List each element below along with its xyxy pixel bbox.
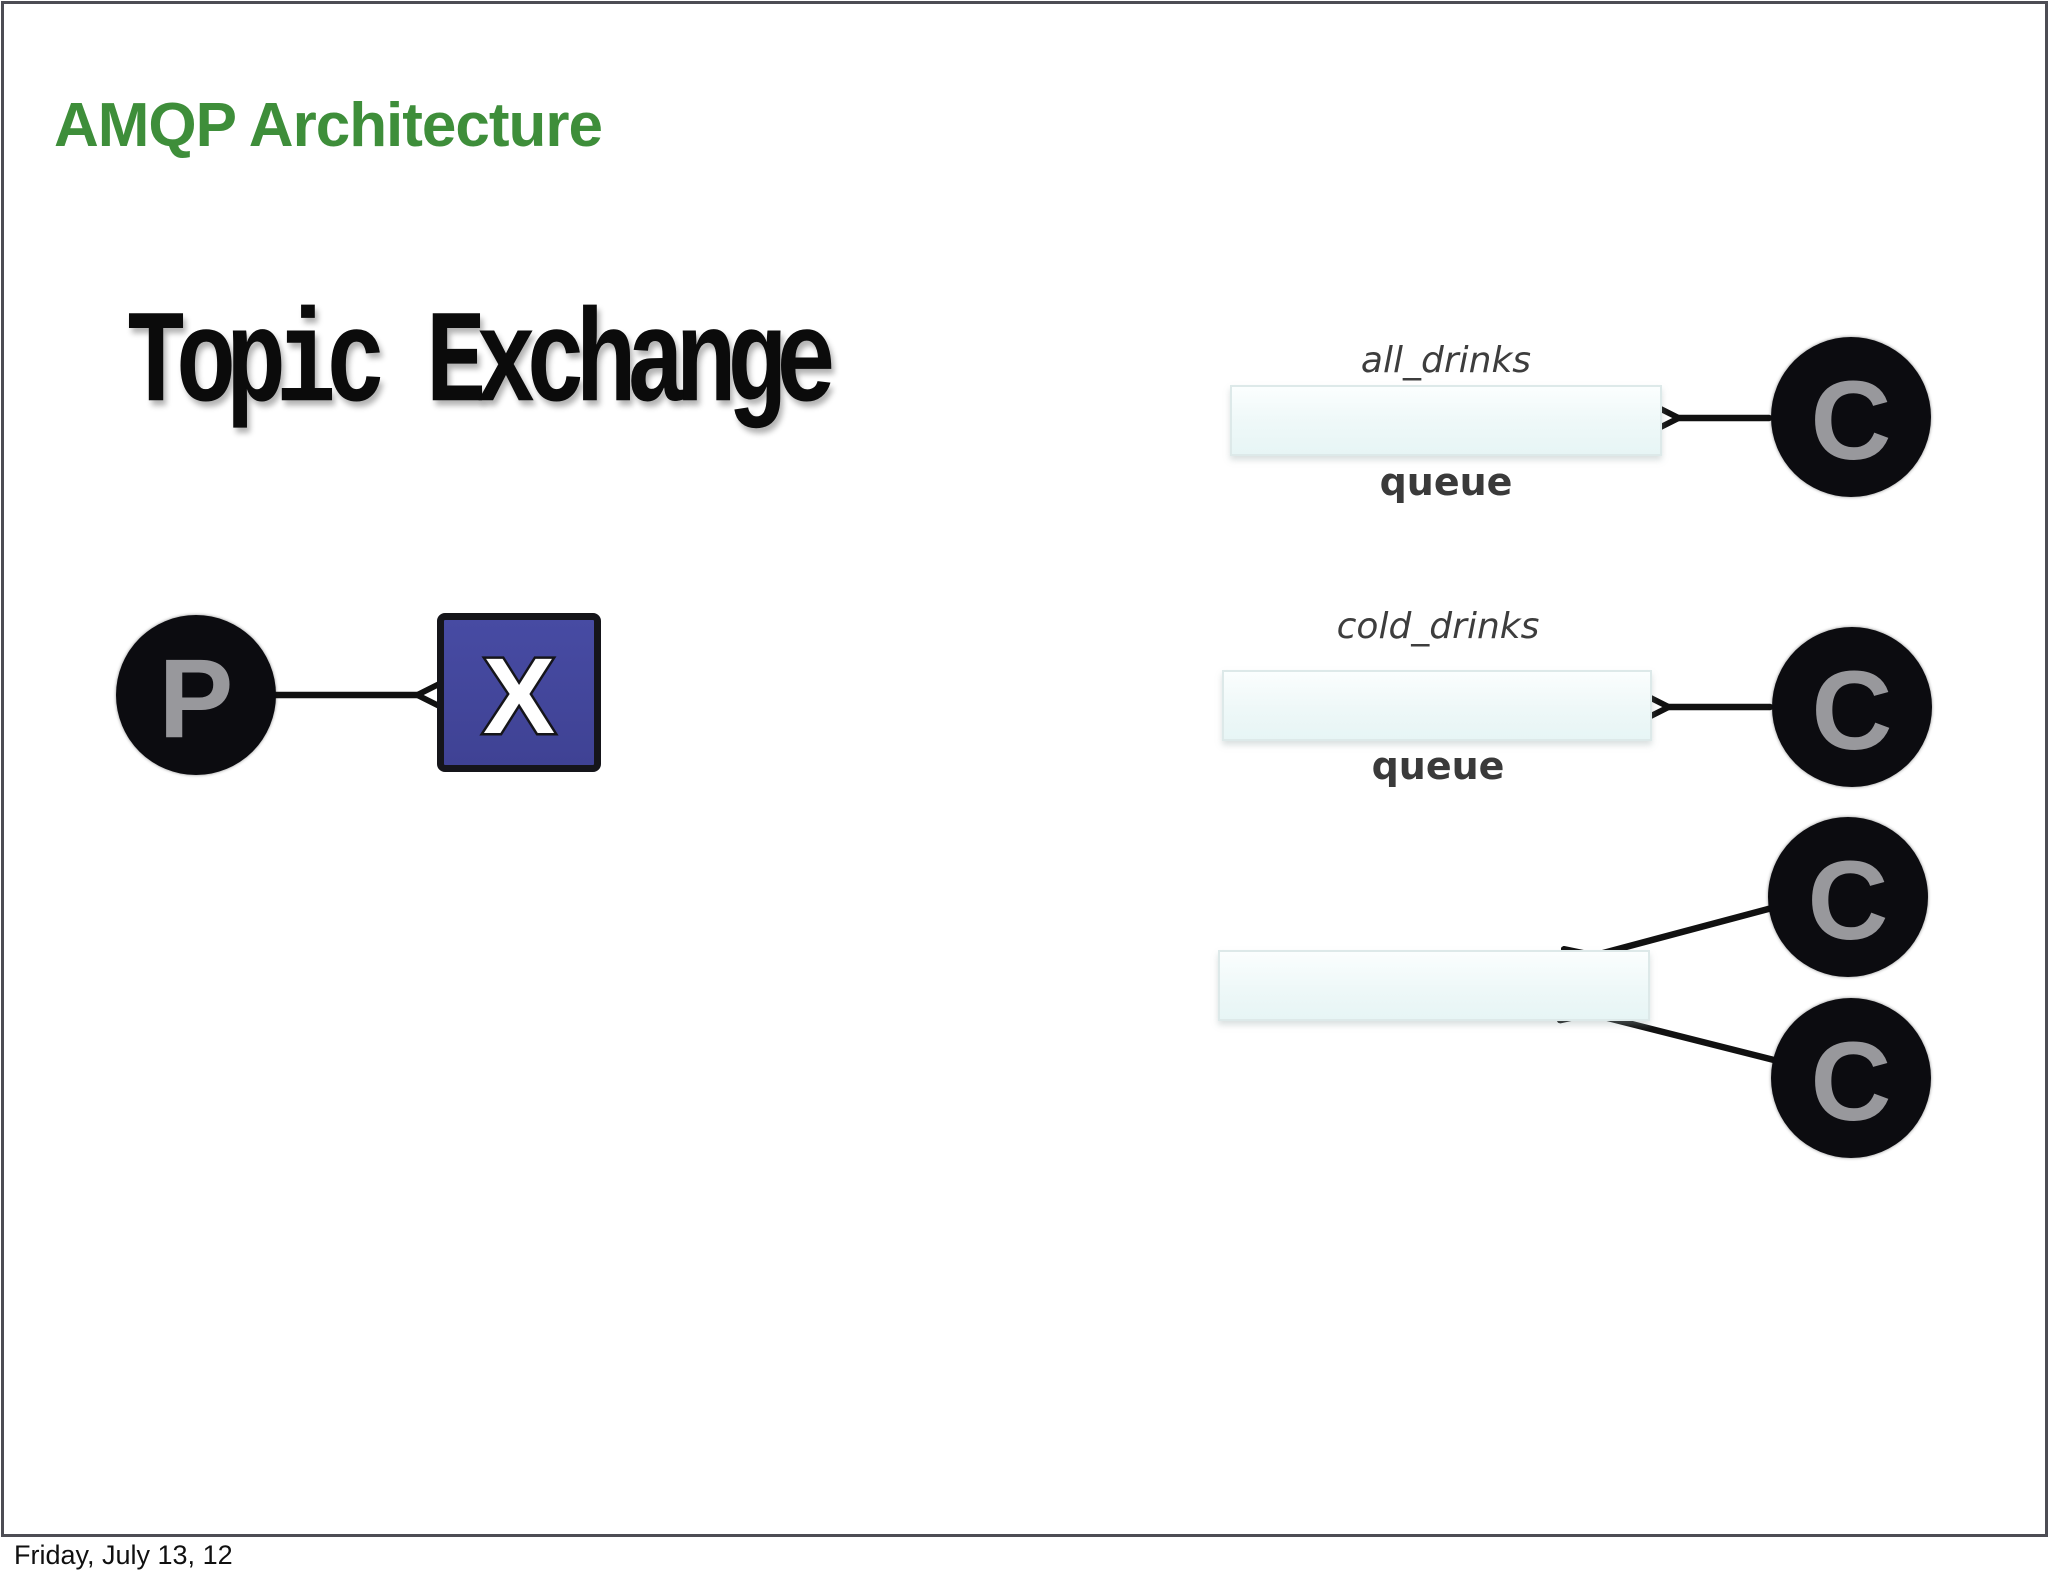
queue2-box [1222, 670, 1652, 741]
queue2-name-label: cold_drinks [1336, 606, 1540, 647]
producer-node: P [116, 615, 276, 775]
consumer1-letter: C [1810, 358, 1892, 483]
queue1-name-label: all_drinks [1360, 340, 1532, 381]
consumer1-node: C [1771, 337, 1931, 497]
consumer2-letter: C [1811, 648, 1893, 773]
slide-border [1, 1, 2048, 1537]
consumer4-letter: C [1810, 1019, 1892, 1144]
topic-exchange-heading: Topic Exchange [126, 292, 836, 442]
page-title: AMQP Architecture [54, 91, 603, 160]
queue3-box [1218, 950, 1650, 1021]
exchange-node: X [437, 613, 601, 772]
queue1-box [1230, 385, 1662, 456]
consumer3-letter: C [1807, 838, 1889, 963]
producer-letter: P [158, 636, 234, 761]
consumer4-node: C [1771, 998, 1931, 1158]
exchange-letter: X [480, 634, 557, 756]
queue2-caption: queue [1371, 744, 1505, 788]
consumer2-node: C [1772, 627, 1932, 787]
queue1-caption: queue [1379, 460, 1513, 504]
slide-date-footer: Friday, July 13, 12 [14, 1540, 233, 1570]
consumer3-node: C [1768, 817, 1928, 977]
